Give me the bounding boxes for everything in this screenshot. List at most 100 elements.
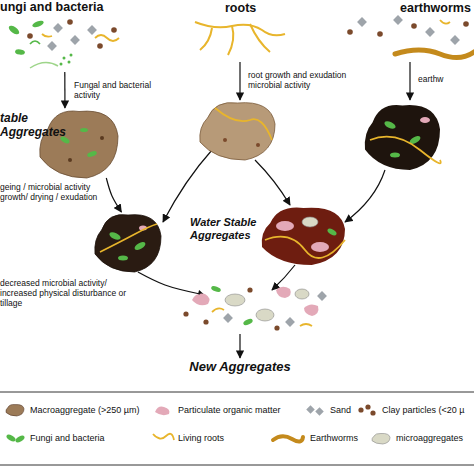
flow-arrow bbox=[272, 265, 295, 290]
fungi-particles bbox=[27, 33, 33, 39]
root-aggregate bbox=[256, 143, 260, 147]
fragment-cluster bbox=[276, 287, 291, 298]
fragment-cluster bbox=[300, 324, 312, 326]
aggregate-inclusion bbox=[68, 158, 72, 162]
aggregate-inclusion bbox=[80, 128, 88, 132]
fungi-particles bbox=[53, 23, 63, 33]
process-note: earthw bbox=[418, 74, 468, 84]
fungi-particles bbox=[70, 35, 80, 45]
fungi-particles bbox=[47, 41, 57, 51]
fragment-cluster bbox=[304, 304, 318, 316]
fragment-cluster bbox=[183, 285, 327, 331]
earthworm-aggregate bbox=[370, 137, 441, 164]
group-heading: ungi and bacteria bbox=[0, 0, 104, 14]
fungi-particles bbox=[7, 19, 119, 68]
aggregate-heading: Water Stable Aggregates bbox=[190, 216, 264, 241]
flow-connector bbox=[106, 178, 121, 212]
water-stable-aggregate bbox=[276, 221, 294, 231]
source-group: earthworms bbox=[340, 0, 474, 62]
legend-text: Fungi and bacteria bbox=[30, 433, 105, 444]
aggregate-inclusion bbox=[100, 224, 157, 252]
legend-rule bbox=[0, 392, 474, 465]
result-label: New Aggregates bbox=[180, 358, 300, 378]
result-heading: New Aggregates bbox=[180, 360, 300, 375]
legend-swatch bbox=[152, 402, 174, 418]
flow-arrow bbox=[239, 62, 240, 100]
fragment-cluster bbox=[247, 287, 252, 292]
earthworm-particles bbox=[450, 35, 460, 45]
earthworm-particles bbox=[357, 17, 367, 27]
root-aggregate bbox=[215, 108, 272, 140]
earthworm-particles bbox=[393, 15, 403, 25]
legend-swatch bbox=[152, 430, 174, 446]
water-stable-aggregate: Water Stable Aggregates bbox=[95, 212, 161, 272]
fragment-cluster bbox=[317, 291, 327, 301]
fungi-particles bbox=[97, 43, 103, 49]
fungi-particles bbox=[111, 27, 117, 33]
fungi-particles bbox=[15, 49, 26, 56]
edge-label: geing / microbial activity growth/ dryin… bbox=[0, 182, 100, 202]
legend-swatch bbox=[4, 430, 26, 446]
earthworm-particles bbox=[440, 20, 450, 24]
fungi-particles bbox=[7, 24, 20, 36]
group-heading: earthworms bbox=[400, 1, 471, 15]
swatch-shape bbox=[365, 404, 370, 409]
flow-arrow bbox=[163, 150, 212, 222]
flow-connector bbox=[138, 272, 240, 358]
aggregate-inclusion bbox=[118, 256, 128, 261]
fungi-particles bbox=[70, 54, 73, 57]
fungi-particles bbox=[67, 19, 73, 25]
legend-text: Sand bbox=[330, 405, 351, 416]
aggregate-inclusion bbox=[86, 150, 97, 158]
flow-arrow bbox=[409, 62, 410, 100]
legend-text: Macroaggregate (>250 µm) bbox=[30, 405, 140, 416]
swatch-shape bbox=[155, 407, 169, 416]
source-group: ungi and bacteria bbox=[0, 0, 135, 72]
swatch-shape bbox=[370, 410, 375, 415]
aggregate-inclusion bbox=[100, 136, 104, 140]
fragment-cluster bbox=[274, 325, 279, 330]
source-group: roots bbox=[185, 0, 295, 62]
fungi-particles bbox=[30, 41, 40, 44]
fungi-particles bbox=[95, 35, 119, 41]
swatch-shape bbox=[5, 433, 16, 442]
fungi-particles bbox=[68, 61, 71, 64]
legend-rule bbox=[0, 392, 474, 393]
edge-label: decreased microbial activity/ increased … bbox=[0, 278, 132, 309]
flow-arrow bbox=[345, 170, 385, 222]
root-aggregate bbox=[200, 103, 275, 160]
living-roots bbox=[250, 24, 270, 52]
legend-text: Living roots bbox=[178, 433, 224, 444]
aggregate-outline bbox=[40, 108, 118, 178]
fragment-cluster bbox=[225, 294, 245, 306]
fragment-cluster bbox=[285, 317, 295, 327]
earthworm-particles bbox=[347, 15, 474, 58]
flow-arrow bbox=[163, 62, 410, 297]
aggregate-body bbox=[40, 111, 118, 178]
living-roots bbox=[200, 28, 212, 50]
aggregate-outline bbox=[95, 212, 161, 272]
fungi-particles bbox=[30, 62, 58, 68]
swatch-shape bbox=[315, 407, 323, 415]
earthworm-particles bbox=[463, 21, 469, 27]
fragment-cluster bbox=[212, 308, 224, 312]
swatch-shape bbox=[306, 405, 314, 413]
water-stable-aggregate bbox=[265, 237, 345, 258]
water-stable-aggregate bbox=[326, 227, 337, 236]
aggregate-body bbox=[95, 215, 161, 272]
process-note: root growth and exudation microbial acti… bbox=[248, 70, 358, 90]
fragment-cluster bbox=[256, 309, 274, 321]
legend-swatch bbox=[270, 430, 306, 446]
legend-text: Clay particles (<20 µ bbox=[382, 405, 464, 416]
swatch-shape bbox=[273, 436, 303, 441]
group-heading: roots bbox=[225, 1, 256, 15]
earthworm-aggregate bbox=[383, 120, 396, 131]
legend-text: Particulate organic matter bbox=[178, 405, 281, 416]
flow-connector bbox=[64, 72, 65, 108]
legend-swatch bbox=[4, 402, 26, 418]
legend-swatch bbox=[304, 402, 326, 418]
legend-text: microaggregates bbox=[396, 433, 463, 444]
earthworm-particles bbox=[425, 27, 435, 37]
living-roots bbox=[228, 26, 233, 55]
